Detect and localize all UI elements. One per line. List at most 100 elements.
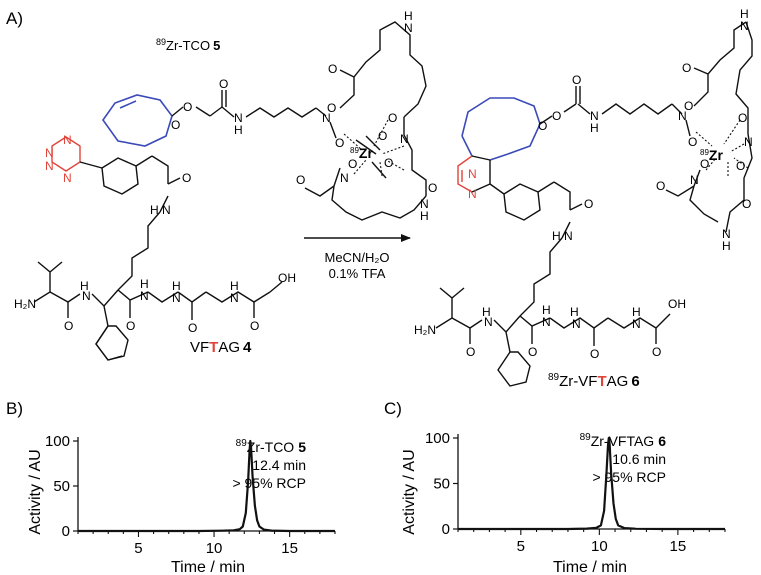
- chromatogram-trace: [78, 439, 335, 533]
- atom-label: H: [140, 277, 149, 291]
- atom-label: H: [230, 279, 239, 293]
- atom-label: N: [322, 111, 331, 125]
- atom-label: N: [400, 132, 409, 146]
- atom-label: O: [682, 61, 691, 75]
- atom-label: N: [230, 291, 239, 305]
- y-tick-label: 100: [425, 430, 450, 447]
- atom-label: N: [140, 289, 149, 303]
- atom-label: H: [80, 279, 89, 293]
- atom-label: O: [384, 156, 393, 170]
- atom-label: O: [335, 136, 344, 150]
- atom-label: O: [296, 173, 305, 187]
- atom-label: H: [552, 229, 561, 243]
- atom-label: H: [590, 121, 599, 135]
- atom-label: O: [584, 197, 593, 211]
- atom-label: O: [552, 109, 561, 123]
- atom-label: H: [740, 7, 749, 21]
- atom-label: O: [327, 101, 336, 115]
- reagent-linker: [171, 21, 427, 221]
- product-ring: [461, 97, 541, 161]
- x-tick-label: 10: [206, 540, 223, 557]
- panel-a-label: A): [6, 9, 23, 28]
- y-axis-label: Activity / AU: [401, 449, 418, 534]
- conditions-acid: 0.1% TFA: [329, 266, 386, 281]
- atom-label: O: [466, 345, 475, 359]
- atom-label: N: [404, 21, 413, 35]
- atom-label: N: [484, 315, 493, 329]
- atom-label: N: [678, 109, 687, 123]
- product-chelate-bonds: [695, 119, 749, 176]
- atom-label: N: [632, 317, 641, 331]
- product-pyridazine: [457, 155, 473, 193]
- atom-label: O: [388, 111, 397, 125]
- x-tick-label: 5: [134, 540, 142, 557]
- atom-label: N: [45, 159, 54, 173]
- x-tick-label: 5: [517, 538, 525, 555]
- atom-label: O: [538, 119, 547, 133]
- atom-label: N: [690, 173, 699, 187]
- atom-label: N: [45, 146, 54, 160]
- atom-label: H: [482, 305, 491, 319]
- x-tick-label: 10: [591, 538, 608, 555]
- atom-label: O: [348, 157, 357, 171]
- x-axis-label: Time / min: [553, 559, 627, 575]
- y-tick-label: 0: [62, 523, 70, 540]
- panel-c-label: C): [384, 399, 402, 418]
- atom-label: O: [171, 118, 180, 132]
- peak-annotation-time: 12.4 min: [252, 457, 306, 473]
- zr-label-right: 89Zr: [700, 147, 723, 163]
- peak-annotation-rcp: > 95% RCP: [232, 475, 306, 491]
- atom-label: N: [63, 171, 72, 185]
- y-tick-label: 0: [442, 521, 450, 538]
- y-axis-label: Activity / AU: [27, 449, 44, 534]
- atom-label: O: [182, 171, 191, 185]
- atom-label: O: [126, 319, 135, 333]
- atom-label: H: [150, 203, 159, 217]
- atom-label: O: [656, 179, 665, 193]
- atom-label: N: [82, 289, 91, 303]
- atom-label: O: [528, 345, 537, 359]
- atom-label: H₂N: [14, 297, 36, 311]
- atom-label: N: [564, 229, 573, 243]
- atom-label: H: [632, 305, 641, 319]
- atom-label: O: [742, 197, 751, 211]
- x-tick-label: 15: [281, 540, 298, 557]
- atom-label: O: [736, 159, 745, 173]
- peak-annotation-time: 10.6 min: [612, 451, 666, 467]
- atom-label: O: [652, 345, 661, 359]
- atom-label: H: [234, 123, 243, 137]
- atom-label: H₂N: [414, 323, 436, 337]
- atom-label: N: [340, 171, 349, 185]
- reagent-chelate-bonds: [343, 119, 405, 177]
- peak-annotation-rcp: > 95% RCP: [592, 469, 666, 485]
- atom-label: O: [328, 62, 337, 76]
- y-tick-label: 50: [433, 476, 450, 493]
- atom-label: N: [572, 317, 581, 331]
- atom-label: H: [570, 305, 579, 319]
- atom-label: OH: [668, 297, 686, 311]
- atom-label: N: [63, 133, 72, 147]
- atom-label: O: [688, 135, 697, 149]
- atom-label: O: [250, 319, 259, 333]
- chromatogram-trace: [458, 436, 725, 531]
- atom-label: O: [428, 181, 437, 195]
- atom-label: O: [572, 73, 581, 87]
- atom-label: N: [740, 19, 749, 33]
- atom-label: N: [234, 111, 243, 125]
- atom-label: O: [738, 111, 747, 125]
- atom-label: O: [684, 99, 693, 113]
- atom-label: N: [420, 197, 429, 211]
- atom-label: O: [219, 77, 228, 91]
- atom-label: N: [590, 109, 599, 123]
- atom-label: N: [172, 291, 181, 305]
- atom-label: N: [468, 167, 477, 181]
- x-axis-label: Time / min: [171, 559, 245, 575]
- y-tick-label: 100: [45, 433, 70, 450]
- atom-label: H: [542, 303, 551, 317]
